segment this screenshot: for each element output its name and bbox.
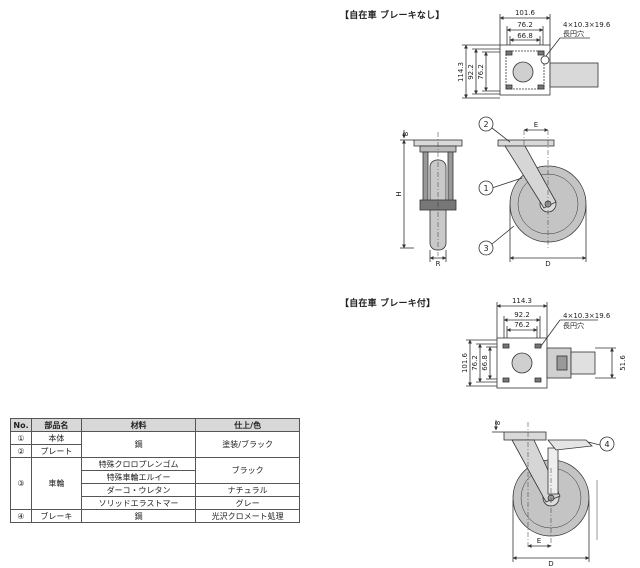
dim-D: D: [545, 260, 550, 268]
header-no: No.: [10, 418, 32, 432]
row-name: 本体: [31, 431, 82, 445]
row-finish: 光沢クロメート処理: [195, 509, 300, 523]
row-material: ソリッドエラストマー: [80, 496, 197, 510]
row-no: ④: [10, 509, 32, 523]
callout-3-label: 3: [483, 244, 488, 253]
top-side-view: [491, 127, 587, 262]
slot-hole: [537, 50, 545, 56]
brake-pedal: [547, 439, 593, 451]
dim-H: H: [395, 191, 403, 196]
dim-66-8-v: 66.8: [481, 355, 489, 371]
row-material: 鋼: [80, 431, 197, 458]
callout-4: [599, 436, 615, 452]
bottom-plan-view: [466, 302, 616, 389]
row-material: 特殊車輪エルイー: [80, 470, 197, 484]
dim-51-6: 51.6: [619, 355, 627, 371]
row-finish: ナチュラル: [195, 483, 300, 497]
row-name: ブレーキ: [31, 509, 82, 523]
parts-table-header: No. 部品名 材料 仕上/色: [10, 418, 300, 432]
row-name: 車輪: [31, 457, 82, 510]
dim-8-b: 8: [494, 421, 502, 425]
dim-101-6-v: 101.6: [461, 352, 469, 373]
dim-E-b: E: [537, 537, 541, 545]
row-no: ③: [10, 457, 32, 510]
callout-2: [478, 116, 494, 132]
row-finish: ブラック: [195, 457, 300, 484]
dim-76-2: 76.2: [517, 21, 533, 29]
dim-92-2-b: 92.2: [514, 311, 530, 319]
dim-114-3-b: 114.3: [512, 297, 532, 305]
dim-101-6: 101.6: [515, 9, 536, 17]
dim-66-8: 66.8: [517, 32, 533, 40]
slot-hole: [505, 84, 513, 90]
table-row: ③ 車輪 特殊クロロプレンゴム ブラック: [10, 457, 300, 510]
bottom-side-view: [492, 420, 601, 562]
slot-hole: [505, 50, 513, 56]
header-finish: 仕上/色: [195, 418, 300, 432]
row-finish: グレー: [195, 496, 300, 510]
slot-hole: [537, 84, 545, 90]
header-part-name: 部品名: [31, 418, 82, 432]
hole-name: 長円穴: [563, 29, 584, 38]
callouts-bottom: [599, 436, 615, 452]
dim-D-b: D: [548, 560, 553, 568]
dim-76-2-v-b: 76.2: [471, 355, 479, 371]
fork-side-view: [549, 62, 599, 88]
callout-2-label: 2: [483, 120, 488, 129]
row-material: ダーコ・ウレタン: [80, 483, 197, 497]
callouts-top: [478, 116, 494, 256]
row-material: 鋼: [80, 509, 197, 523]
kingpin-circle: [512, 61, 534, 83]
section-title-brake: 【自在車 ブレーキ付】: [340, 299, 436, 309]
fork-body: [504, 145, 557, 209]
dim-76-2-b: 76.2: [514, 321, 530, 329]
hole-spec: 4×10.3×19.6: [563, 21, 611, 29]
section-title-no-brake: 【自在車 ブレーキなし】: [340, 11, 445, 21]
dim-R: R: [436, 260, 441, 268]
row-finish: 塗装/ブラック: [195, 431, 300, 458]
top-plan-view: [462, 14, 599, 99]
dim-76-2-v: 76.2: [477, 64, 485, 80]
header-material: 材料: [80, 418, 197, 432]
row-no: ②: [10, 444, 32, 458]
dim-114-3: 114.3: [457, 62, 465, 82]
row-material: 特殊クロロプレンゴム: [80, 457, 197, 471]
hole-name-b: 長円穴: [563, 321, 584, 330]
brake-lever: [547, 447, 559, 495]
table-row: ① 本体 鋼 塗装/ブラック: [10, 431, 300, 458]
row-name: プレート: [31, 444, 82, 458]
table-row: ④ ブレーキ 鋼 光沢クロメート処理: [10, 509, 300, 523]
dim-8: 8: [402, 132, 410, 136]
callout-4-label: 4: [604, 440, 609, 449]
row-no: ①: [10, 431, 32, 445]
dim-92-2: 92.2: [467, 64, 475, 80]
hole-spec-b: 4×10.3×19.6: [563, 312, 611, 320]
callout-3: [478, 240, 494, 256]
dim-E: E: [534, 121, 538, 129]
top-front-view: [400, 130, 463, 262]
callout-1: [478, 180, 494, 196]
callout-1-label: 1: [483, 184, 488, 193]
parts-table: No. 部品名 材料 仕上/色 ① 本体 鋼 塗装/ブラック ② プレート ③ …: [10, 418, 300, 523]
